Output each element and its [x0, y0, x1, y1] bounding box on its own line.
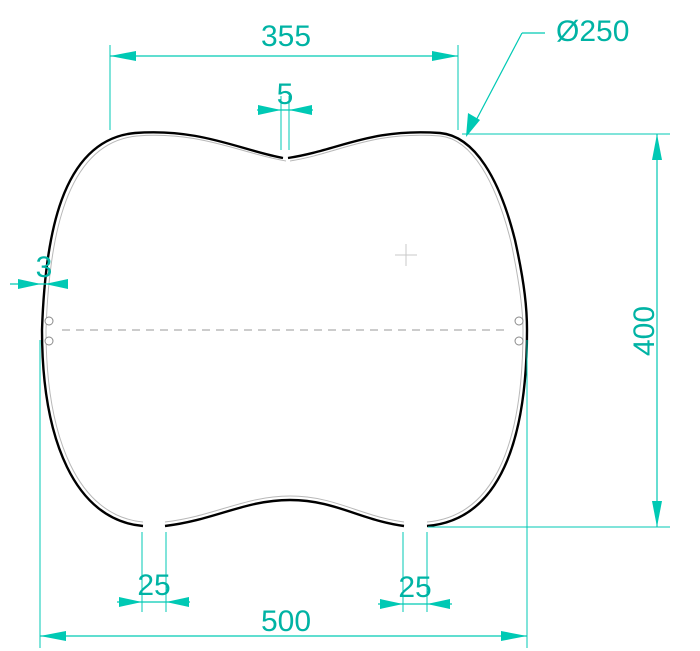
outline-top-right-lobe: [287, 131, 529, 331]
mounting-hole-right-bottom: [514, 336, 524, 346]
dimension-top-width: 355: [109, 20, 459, 130]
outline-right-side-lower: [426, 329, 529, 528]
dimension-top-gap: 5: [257, 78, 313, 150]
mounting-hole-left-top: [44, 316, 54, 326]
dimension-label-left-offset: 3: [36, 251, 53, 284]
inner-offset-right: [289, 134, 524, 523]
inner-offset-top: [45, 134, 287, 523]
dimension-label-overall-width: 500: [261, 605, 311, 638]
outline-top-left-lobe: [40, 131, 284, 331]
dimension-label-bottom-gap-right: 25: [398, 571, 431, 604]
dimension-label-top-width: 355: [261, 20, 311, 53]
dimension-bottom-gap-right: 25: [378, 532, 452, 612]
dimension-label-diameter: Ø250: [556, 15, 629, 48]
outline-bottom-middle: [164, 498, 405, 528]
dimension-diameter: Ø250: [466, 15, 629, 137]
dimension-label-height: 400: [628, 306, 661, 356]
dimension-height: 400: [428, 133, 670, 528]
center-mark: [395, 244, 417, 266]
part-outline: [40, 131, 529, 528]
inner-offset-bottom: [164, 495, 405, 523]
mounting-hole-right-top: [514, 316, 524, 326]
dimension-label-top-gap: 5: [277, 78, 294, 111]
dimension-label-bottom-gap-left: 25: [137, 569, 170, 602]
mounting-hole-left-bottom: [44, 336, 54, 346]
dimension-overall-width: 500: [39, 340, 528, 648]
dimension-left-offset: 3: [10, 251, 68, 289]
inner-offset-line: [45, 134, 524, 523]
outline-left-side-lower: [40, 329, 144, 528]
dimension-bottom-gap-left: 25: [117, 532, 190, 612]
